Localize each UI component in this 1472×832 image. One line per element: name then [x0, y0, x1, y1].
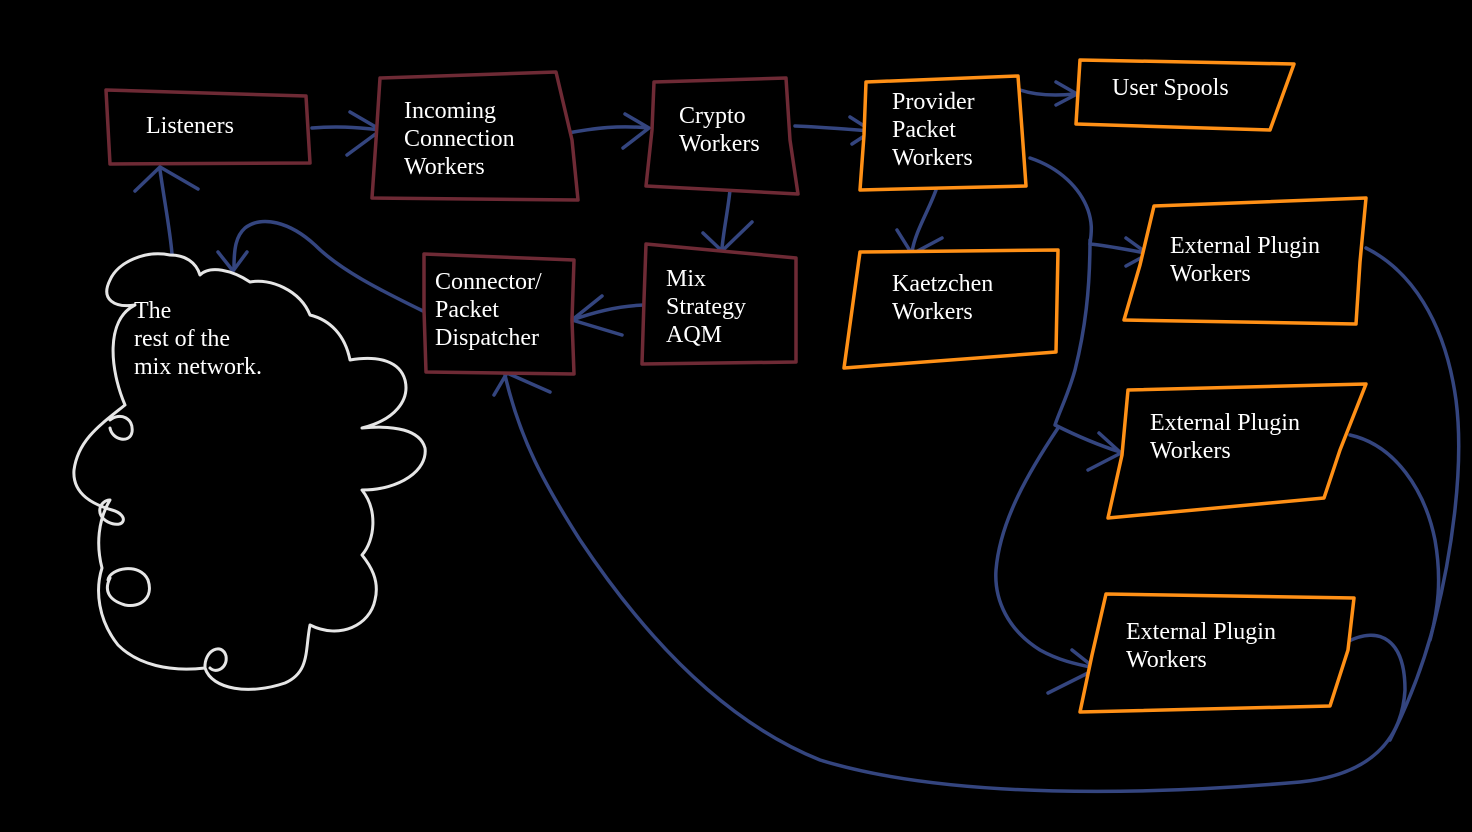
edge-connector-to-cloud [216, 219, 425, 313]
edge-incoming-to-crypto [566, 112, 651, 150]
node-kaetzchen-line-1: Kaetzchen [892, 271, 993, 297]
node-kaetzchen-line-2: Workers [892, 299, 973, 325]
node-kaetzchen-workers: Kaetzchen Workers [842, 248, 1060, 370]
node-user-spools-label: User Spools [1112, 75, 1229, 101]
node-listeners: Listeners [104, 88, 312, 166]
node-plugin1-line-2: Workers [1170, 261, 1251, 287]
node-mix-line-3: AQM [666, 322, 722, 348]
cloud-label-line-3: mix network. [134, 354, 262, 380]
cloud-label-line-1: The [134, 298, 171, 324]
node-plugin2-line-2: Workers [1150, 438, 1231, 464]
node-incoming-line-2: Connection [404, 126, 515, 152]
node-provider-packet-workers: Provider Packet Workers [858, 74, 1028, 192]
node-connector-line-1: Connector/ [435, 269, 542, 295]
node-external-plugin-workers-3: External Plugin Workers [1078, 592, 1356, 714]
cloud-mix-network: The rest of the mix network. [72, 252, 427, 691]
cloud-label: The rest of the mix network. [134, 298, 262, 380]
edge-listeners-to-incoming [310, 110, 383, 157]
edge-plugin2-to-connector [1348, 433, 1441, 642]
node-provider-line-1: Provider [892, 89, 975, 115]
node-incoming-line-3: Workers [404, 154, 485, 180]
node-mix-line-2: Strategy [666, 294, 746, 320]
edge-mix-to-connector [570, 294, 650, 337]
cloud-label-line-2: rest of the [134, 326, 230, 352]
edge-crypto-to-mix [701, 188, 754, 253]
node-crypto-line-1: Crypto [679, 103, 746, 129]
edge-provider-to-plugin3 [994, 426, 1098, 695]
node-external-plugin-workers-2: External Plugin Workers [1106, 382, 1368, 520]
node-provider-line-3: Workers [892, 145, 973, 171]
edge-cloud-to-listeners [133, 165, 200, 256]
node-plugin2-line-1: External Plugin [1150, 410, 1300, 436]
node-plugin3-line-1: External Plugin [1126, 619, 1276, 645]
node-user-spools: User Spools [1074, 58, 1296, 132]
edge-provider-to-spools [1018, 80, 1079, 107]
node-provider-line-2: Packet [892, 117, 956, 143]
node-crypto-workers: Crypto Workers [644, 76, 800, 196]
edge-provider-to-kaetzchen [895, 188, 944, 256]
edge-crypto-to-provider [793, 115, 874, 146]
node-incoming-connection-workers: Incoming Connection Workers [370, 70, 580, 202]
node-plugin1-line-1: External Plugin [1170, 233, 1320, 259]
node-connector-packet-dispatcher: Connector/ Packet Dispatcher [422, 252, 576, 376]
node-listeners-label: Listeners [146, 113, 234, 139]
node-connector-line-3: Dispatcher [435, 325, 539, 351]
node-crypto-line-2: Workers [679, 131, 760, 157]
node-external-plugin-workers-1: External Plugin Workers [1122, 196, 1368, 326]
edges [133, 80, 1461, 794]
node-plugin3-line-2: Workers [1126, 647, 1207, 673]
node-mix-line-1: Mix [666, 266, 706, 292]
edge-provider-to-plugin2 [1053, 238, 1123, 472]
edge-plugin1-to-connector [1364, 246, 1461, 742]
node-connector-line-2: Packet [435, 297, 499, 323]
node-mix-strategy-aqm: Mix Strategy AQM [640, 242, 798, 366]
node-incoming-line-1: Incoming [404, 98, 496, 124]
